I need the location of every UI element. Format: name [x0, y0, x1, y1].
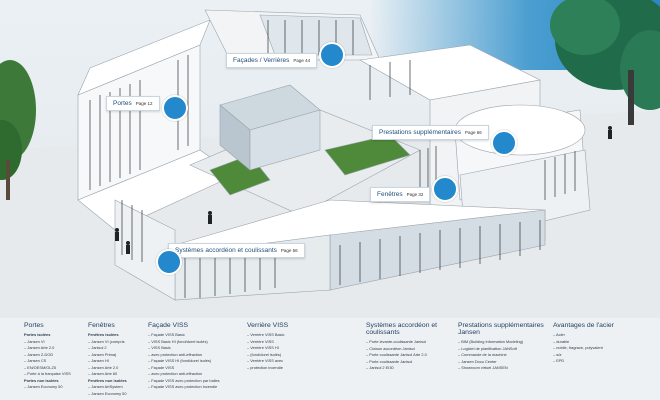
legend-item: Portes non isolées: [24, 377, 59, 383]
legend-item: – Jansen HI: [88, 358, 109, 363]
legend-item: Fenêtres isolées: [88, 332, 119, 337]
callout-fenetres-marker[interactable]: [432, 175, 459, 202]
legend-item: – durable: [553, 338, 570, 344]
legend-item: – Jansen ArtSystem: [88, 384, 123, 389]
legend-item: – Jansen VI: [24, 338, 45, 344]
tree-right: [550, 0, 660, 125]
legend-item: Portes isolées: [24, 332, 51, 337]
legend-item: – sûr: [553, 351, 562, 357]
callout-facades-page: Page 44: [293, 58, 311, 63]
legend-item: – Jansen VI (compris: [88, 338, 125, 344]
callout-facades-label[interactable]: Façades / Verrières Page 44: [226, 53, 318, 68]
legend-item: – Façade VISS: [148, 364, 175, 370]
callout-prestations-marker[interactable]: [490, 130, 517, 156]
legend-item: – Porte levante-coulissante Janisol: [366, 339, 427, 344]
callout-fenetres-text: Fenêtres: [377, 191, 403, 198]
legend-item: – nobile, fragrace, polyvalent: [553, 345, 603, 350]
legend-heading: Prestations supplémentaires Jansen: [458, 322, 544, 336]
legend-item: – Jansen CS: [24, 358, 47, 363]
legend-item: – EN/OESM/OLZ5: [24, 364, 56, 370]
legend-item: – BIM (Building Information Modeling): [458, 339, 524, 344]
legend-item: – Façade VISS Basic: [148, 332, 185, 337]
legend-item: – Janisol 2 EI30: [366, 365, 394, 370]
legend-item: – Commande de la machine: [458, 352, 507, 357]
legend-col-systemes: Systèmes accordéon et coulissants – Porte…: [366, 322, 446, 372]
legend-item: Fenêtres non isolées: [88, 377, 127, 383]
legend-item: – protection incendie: [247, 364, 283, 370]
legend-item: – Cloison accordéon Janisol: [366, 345, 415, 351]
legend-item: – avec protection anti-effraction: [148, 371, 203, 376]
legend-item: – (fond/dorel isolés): [247, 351, 282, 357]
legend-item: – Porte coulissante Janisol: [366, 358, 413, 364]
callout-prestations[interactable]: Prestations supplémentaires Page 66: [372, 108, 517, 156]
legend-item: – Verrière VISS HI: [247, 345, 279, 350]
legend-item: – VISS Basic HI (fond/dorel isolés): [148, 338, 208, 344]
legend-heading: Avantages de l'acier: [553, 322, 614, 329]
legend-item: – Façade VISS HI (fond/dorel isolés): [148, 358, 212, 363]
callout-facades-marker[interactable]: [319, 41, 346, 68]
legend-item: – Verrière VISS: [247, 338, 274, 344]
legend-item: – EPD: [553, 358, 565, 363]
legend-item: – VISS Basic: [148, 345, 171, 350]
legend-item: – Showroom virtuel JANSEN: [458, 365, 508, 370]
legend-col-prestations: Prestations supplémentaires Jansen – BIM …: [458, 322, 548, 372]
legend-item: – avec protection anti-effraction: [148, 351, 203, 357]
callout-fenetres-label[interactable]: Fenêtres Page 32: [370, 187, 431, 202]
callout-systemes-text: Systèmes accordéon et coulissants: [175, 247, 277, 254]
callout-facades-text: Façades / Verrières: [233, 57, 290, 64]
callout-portes-page: Page 12: [135, 100, 153, 106]
callout-portes-marker[interactable]: [161, 95, 188, 121]
legend-item: – Jansen Economy 50: [88, 390, 127, 396]
legend-item: – Porte à la française VISS: [24, 371, 71, 376]
legend-item: – Janisol 2: [88, 345, 107, 350]
building-illustration: [0, 0, 660, 301]
callout-systemes-page: Page 56: [280, 248, 298, 253]
legend-item: – Façade VISS avec protection incendie: [148, 384, 218, 389]
legend-item: – Jansen Economy 50: [24, 384, 63, 389]
legend-item: – Jansen Arte 2.0: [88, 364, 119, 370]
callout-prestations-label[interactable]: Prestations supplémentaires Page 66: [372, 124, 489, 140]
callout-portes-label[interactable]: Portes Page 12: [106, 95, 160, 111]
legend-item: – Verrière VISS avec: [247, 358, 284, 363]
legend-item: – Acier: [553, 332, 565, 337]
legend-item: – Façade VISS avec protection par balles: [148, 377, 220, 383]
callout-systemes[interactable]: Systèmes accordéon et coulissants Page 5…: [156, 243, 305, 275]
callout-systemes-label[interactable]: Systèmes accordéon et coulissants Page 5…: [168, 243, 305, 258]
legend-item: – Jansen Z-DOD: [24, 351, 54, 357]
legend-heading: Verrière VISS: [247, 322, 289, 329]
callout-facades[interactable]: Façades / Verrières Page 44: [226, 41, 346, 68]
callout-prestations-page: Page 66: [465, 129, 482, 135]
tree-left: [0, 60, 36, 200]
legend-heading: Façade VISS: [148, 322, 189, 329]
callout-portes[interactable]: Portes Page 12: [106, 85, 188, 121]
legend-item: – Jansen Docu Center: [458, 358, 497, 364]
legend-item: – Jansen Prima): [88, 351, 117, 357]
legend-col-facade-viss: Façade VISS– Façade VISS Basic– VISS Bas…: [148, 322, 220, 391]
callout-prestations-text: Prestations supplémentaires: [379, 128, 462, 136]
callout-portes-text: Portes: [113, 99, 132, 107]
callout-fenetres-page: Page 32: [406, 192, 424, 197]
legend-item: – Logiciel de planification JANSoft: [458, 345, 517, 351]
legend-item: – Jansen Arte 60: [88, 371, 118, 376]
legend-col-verriere-viss: Verrière VISS– Verrière VISS Basic– Verr…: [247, 322, 288, 371]
legend-col-avantages: Avantages de l'acier – Acier– durable– no…: [553, 322, 614, 365]
legend-heading: Portes: [24, 322, 44, 329]
legend-heading: Fenêtres: [88, 322, 115, 329]
legend-item: – Jansen Arte 2.0: [24, 345, 55, 350]
legend-heading: Systèmes accordéon et coulissants: [366, 322, 438, 336]
legend-item: – Porte coulissante Janisol Arte 2.0: [366, 352, 427, 357]
callout-systemes-marker[interactable]: [156, 249, 182, 275]
callout-fenetres[interactable]: Fenêtres Page 32: [370, 175, 459, 202]
legend-item: – Verrière VISS Basic: [247, 332, 285, 337]
